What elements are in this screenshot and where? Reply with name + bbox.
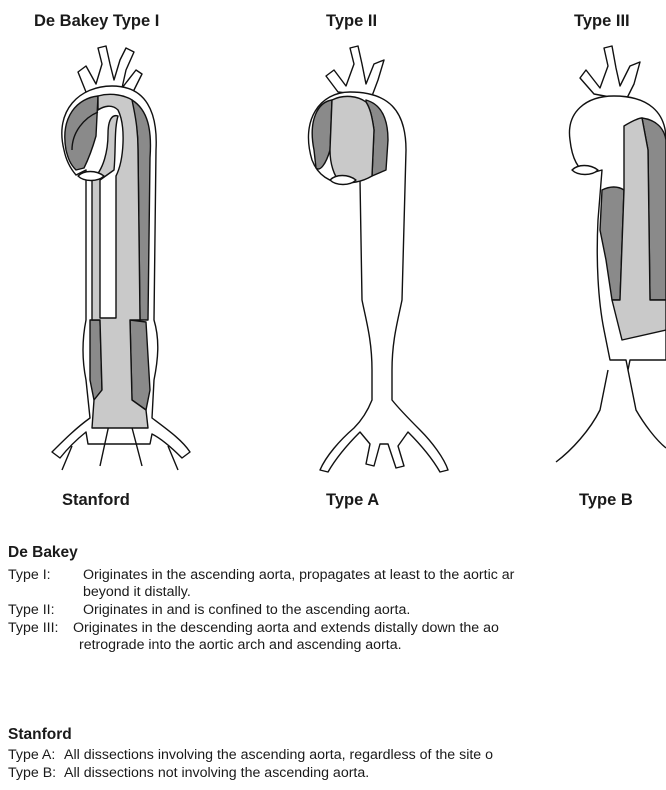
- debakey-type-1-text-cont: beyond it distally.: [83, 584, 191, 601]
- debakey-type-2-row: Type II:Originates in and is confined to…: [8, 602, 410, 619]
- debakey-type-3-text-cont: retrograde into the aortic arch and asce…: [79, 637, 402, 654]
- header-type-a: Type A: [326, 491, 379, 510]
- stanford-type-b-text: All dissections not involving the ascend…: [64, 765, 369, 781]
- stanford-type-b-row: Type B:All dissections not involving the…: [8, 765, 369, 782]
- debakey-type-2-text: Originates in and is confined to the asc…: [83, 602, 410, 618]
- iliac-branches: [556, 370, 666, 462]
- stanford-type-a-row: Type A:All dissections involving the asc…: [8, 747, 493, 764]
- branch-vessels: [580, 46, 640, 100]
- aorta-figure-type-2: [308, 46, 448, 472]
- debakey-type-3-text: Originates in the descending aorta and e…: [73, 620, 499, 636]
- debakey-type-1-text: Originates in the ascending aorta, propa…: [83, 567, 514, 583]
- debakey-section-title: De Bakey: [8, 544, 78, 562]
- false-lumen: [130, 320, 150, 410]
- debakey-type-1-row: Type I:Originates in the ascending aorta…: [8, 567, 514, 584]
- aorta-figure-type-1: [52, 46, 190, 470]
- stanford-type-b-key: Type B:: [8, 765, 64, 782]
- header-stanford: Stanford: [62, 491, 130, 510]
- aortic-dissection-illustrations: [0, 0, 666, 500]
- debakey-type-1-key: Type I:: [8, 567, 83, 584]
- debakey-type-2-key: Type II:: [8, 602, 83, 619]
- true-lumen: [330, 96, 374, 182]
- branch-vessels: [326, 46, 384, 96]
- debakey-type-3-key: Type III:: [8, 620, 73, 637]
- debakey-type-3-row: Type III:Originates in the descending ao…: [8, 620, 499, 637]
- header-type-b: Type B: [579, 491, 633, 510]
- aorta-figure-type-3: [556, 46, 666, 462]
- stanford-section-title: Stanford: [8, 726, 72, 744]
- stanford-type-a-key: Type A:: [8, 747, 64, 764]
- stanford-type-a-text: All dissections involving the ascending …: [64, 747, 493, 763]
